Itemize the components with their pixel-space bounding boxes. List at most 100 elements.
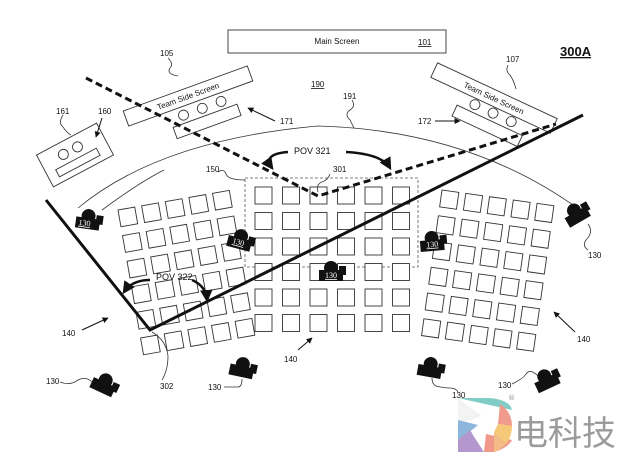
camera-bottom-center-left (228, 354, 259, 380)
seating-center-ref: 140 (284, 355, 298, 364)
seat (392, 263, 410, 281)
seat (309, 288, 328, 307)
seat (534, 202, 555, 224)
seat (337, 288, 355, 307)
seat (479, 247, 500, 268)
seat (140, 334, 161, 356)
center-zone-ref: 150 (206, 165, 220, 174)
main-screen-label: Main Screen (315, 37, 360, 46)
seat (364, 288, 383, 307)
seat (392, 212, 410, 230)
seat (150, 253, 171, 275)
seat (254, 186, 273, 205)
seat (392, 288, 410, 307)
seat (212, 189, 233, 211)
seat (364, 263, 383, 281)
camera-center-right-label: 130 (426, 239, 439, 249)
team-screen-left-ref: 105 (160, 49, 174, 58)
venue-ref: 190 (311, 80, 325, 89)
seat (337, 212, 355, 230)
seat (364, 237, 383, 256)
highlight-301-leader (317, 173, 331, 193)
seat (169, 223, 191, 245)
pov-321-label: POV 321 (294, 146, 331, 156)
seat (282, 237, 300, 256)
main-screen: Main Screen 101 (227, 29, 447, 54)
figure-label: 300A (560, 44, 592, 59)
camera-left-upper-link (101, 169, 165, 211)
watermark-logo: ® (458, 394, 515, 452)
seat (364, 186, 383, 205)
camera-center-left: 130 (226, 226, 258, 253)
seat (424, 292, 445, 313)
camera-bottom-left-ref: 130 (46, 377, 60, 386)
seat (337, 314, 355, 332)
seat (448, 295, 469, 317)
seat (126, 257, 148, 279)
camera-right-upper-leader (584, 223, 591, 251)
seat (428, 266, 449, 287)
seat (486, 196, 507, 217)
booth-leader (60, 114, 72, 136)
watermark-registered: ® (508, 394, 515, 402)
seat (468, 324, 489, 346)
seating-left-ref: 140 (62, 329, 76, 338)
seat (499, 276, 520, 297)
seating-center (254, 186, 410, 332)
seat (337, 237, 355, 256)
seat (282, 314, 300, 332)
seat (392, 237, 410, 256)
seat (173, 249, 195, 271)
seat (234, 317, 256, 339)
seat (435, 215, 456, 236)
pov-322-ref: 302 (160, 382, 174, 391)
seat (117, 206, 139, 228)
team-screen-right-console (451, 99, 523, 148)
camera-center-left-label: 130 (231, 236, 245, 248)
booth-arrow (94, 117, 103, 138)
team-screen-left-leader (167, 57, 179, 77)
venue-boundary-arc (77, 125, 581, 211)
pov-322-leader (151, 331, 169, 381)
boundary-ref: 191 (343, 92, 357, 101)
seat (309, 314, 328, 332)
camera-bottom-center-right-leader (431, 377, 459, 393)
seating-left (117, 189, 256, 356)
seat (282, 212, 300, 230)
seat (452, 270, 473, 291)
pov-322-arrow-right (191, 278, 213, 303)
camera-bottom-left-leader (59, 378, 93, 384)
camera-right-upper-ref: 130 (588, 251, 602, 260)
seat (145, 227, 167, 249)
seating-right-ref: 140 (577, 335, 591, 344)
camera-bottom-right (530, 363, 564, 394)
seat (282, 288, 300, 307)
team-screen-right-ref: 107 (506, 55, 520, 64)
seat (523, 280, 544, 301)
seat (254, 237, 273, 256)
center-zone (244, 177, 419, 268)
camera-center-label: 130 (325, 271, 337, 280)
seat (282, 186, 300, 205)
arrow-171 (247, 107, 276, 122)
camera-left-upper: 130 (74, 207, 105, 232)
arrow-172-ref: 172 (418, 117, 432, 126)
booth (35, 122, 115, 188)
seat (472, 299, 493, 320)
seat (516, 331, 537, 352)
seat (421, 318, 442, 339)
seating-right (421, 189, 555, 352)
booth-arrow-ref: 160 (98, 107, 112, 116)
seat (455, 244, 476, 265)
seat (503, 251, 524, 272)
camera-bottom-right-leader (511, 371, 539, 385)
pov-322-view-lines (44, 113, 584, 332)
seat (210, 322, 232, 343)
seat (526, 254, 548, 275)
seat (192, 219, 214, 241)
seat (439, 189, 460, 210)
team-screen-right-leader (506, 64, 517, 90)
seat (254, 288, 273, 307)
seat (364, 314, 383, 332)
